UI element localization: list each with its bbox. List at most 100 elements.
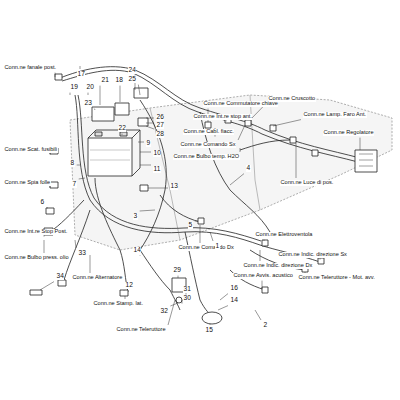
callout-number: 33	[78, 250, 86, 257]
leader-line	[320, 258, 321, 260]
connector-label: Conn.ne Int.re stop ant.	[193, 114, 252, 120]
callout-number: 13	[170, 183, 178, 190]
callout-number: 21	[101, 77, 109, 84]
connector-label: Conn.ne Alternatore	[72, 275, 123, 281]
callout-number: 32	[160, 308, 168, 315]
leader-line	[140, 255, 141, 257]
leader-line	[230, 174, 244, 185]
connector-label: Conn.ne Stamp. lat.	[93, 301, 143, 307]
callout-number: 14	[230, 297, 238, 304]
leader-line	[305, 272, 306, 273]
callout-number: 25	[128, 76, 136, 83]
callout-number: 24	[128, 67, 136, 74]
connector-label: Conn.ne Cabl. fiacc.	[183, 129, 234, 135]
leader-line	[273, 120, 301, 126]
callout-number: 22	[118, 125, 126, 132]
leader-line	[240, 148, 241, 152]
callout-number: 14	[133, 247, 141, 254]
leader-line	[70, 93, 71, 95]
leader-line	[80, 66, 81, 69]
leader-line	[40, 282, 54, 290]
connector-label: Conn.ne Comando Dx	[178, 245, 234, 251]
callout-number: 6	[40, 199, 45, 206]
leader-line	[200, 225, 201, 243]
leader-line	[220, 294, 228, 300]
leader-line	[210, 324, 211, 325]
leader-line	[75, 240, 76, 248]
leader-line	[44, 240, 45, 253]
leader-line	[140, 165, 151, 166]
callout-number: 1	[215, 243, 220, 250]
leader-line	[146, 118, 154, 119]
leader-line	[238, 125, 245, 140]
connector-label: Conn.ne Scat. fusibili	[4, 147, 58, 153]
callout-number: 28	[156, 131, 164, 138]
leader-line	[178, 276, 179, 278]
leader-line	[55, 73, 56, 77]
leader-line	[122, 134, 123, 135]
connector-label: Conn.ne Indic. direzione Dx	[243, 263, 313, 269]
leader-line	[260, 250, 261, 261]
connector-label: Conn.ne Bulbo temp. H2O	[173, 154, 240, 160]
leader-line	[90, 255, 91, 273]
leader-line	[148, 188, 168, 189]
callout-number: 26	[156, 114, 164, 121]
callout-number: 20	[86, 84, 94, 91]
callout-number: 4	[246, 165, 251, 172]
callout-number: 16	[230, 285, 238, 292]
connector-label: Conn.ne Bulbo press. olio	[4, 255, 69, 261]
leader-line	[195, 221, 198, 222]
leader-line	[94, 109, 96, 110]
leader-line	[262, 281, 263, 289]
callout-number: 12	[125, 282, 133, 289]
callout-number: 5	[188, 222, 193, 229]
callout-number: 10	[153, 150, 161, 157]
leader-line	[77, 165, 80, 166]
leader-line	[79, 178, 85, 179]
callout-number: 19	[70, 84, 78, 91]
connector-label: Conn.ne Comando Sx	[180, 142, 236, 148]
connector-label: Conn.ne fanale post.	[4, 65, 57, 71]
callout-number: 17	[77, 71, 85, 78]
callout-number: 9	[146, 140, 151, 147]
connector-label: Conn.ne Lamp. Faro Ant.	[303, 112, 367, 118]
callout-number: 7	[72, 181, 77, 188]
callout-number: 34	[56, 273, 64, 280]
leader-line	[140, 152, 151, 153]
connector-label: Conn.ne Elettroventola	[255, 232, 313, 238]
leader-line	[146, 126, 154, 129]
callout-number: 27	[156, 122, 164, 129]
connector-label: Conn.ne Commutatore chiave	[203, 101, 278, 107]
callout-number: 29	[173, 267, 181, 274]
connector-label: Conn.ne Spia folle	[4, 180, 51, 186]
callout-number: 2	[263, 322, 268, 329]
leader-line	[168, 300, 175, 325]
connector-label: Conn.ne Teleruttore - Mot. avv.	[298, 275, 375, 281]
leader-line	[120, 86, 121, 102]
leader-line	[296, 143, 297, 178]
leader-line	[360, 138, 361, 150]
connector-label: Conn.ne Regolatore	[323, 130, 374, 136]
callout-number: 23	[84, 100, 92, 107]
callout-number: 31	[183, 286, 191, 293]
callout-number: 18	[115, 77, 123, 84]
leader-line	[218, 306, 228, 310]
leader-line	[140, 210, 155, 211]
connector-label: Conn.ne Avvis. acustico	[233, 273, 293, 279]
leader-line	[264, 240, 265, 241]
connector-label: Conn.ne Indic. direzione Sx	[278, 252, 347, 258]
callout-number: 11	[153, 166, 161, 173]
leader-line	[88, 93, 89, 95]
leader-line	[125, 296, 126, 299]
leader-line	[138, 142, 144, 143]
leader-line	[47, 207, 48, 208]
connector-label: Conn.ne Luce di pos.	[280, 180, 334, 186]
leader-line	[100, 86, 101, 105]
callout-number: 8	[70, 160, 75, 167]
connector-label: Conn.ne Teleruttore	[116, 327, 166, 333]
leader-line	[124, 290, 125, 292]
callout-number: 30	[183, 295, 191, 302]
callout-number: 3	[133, 213, 138, 220]
